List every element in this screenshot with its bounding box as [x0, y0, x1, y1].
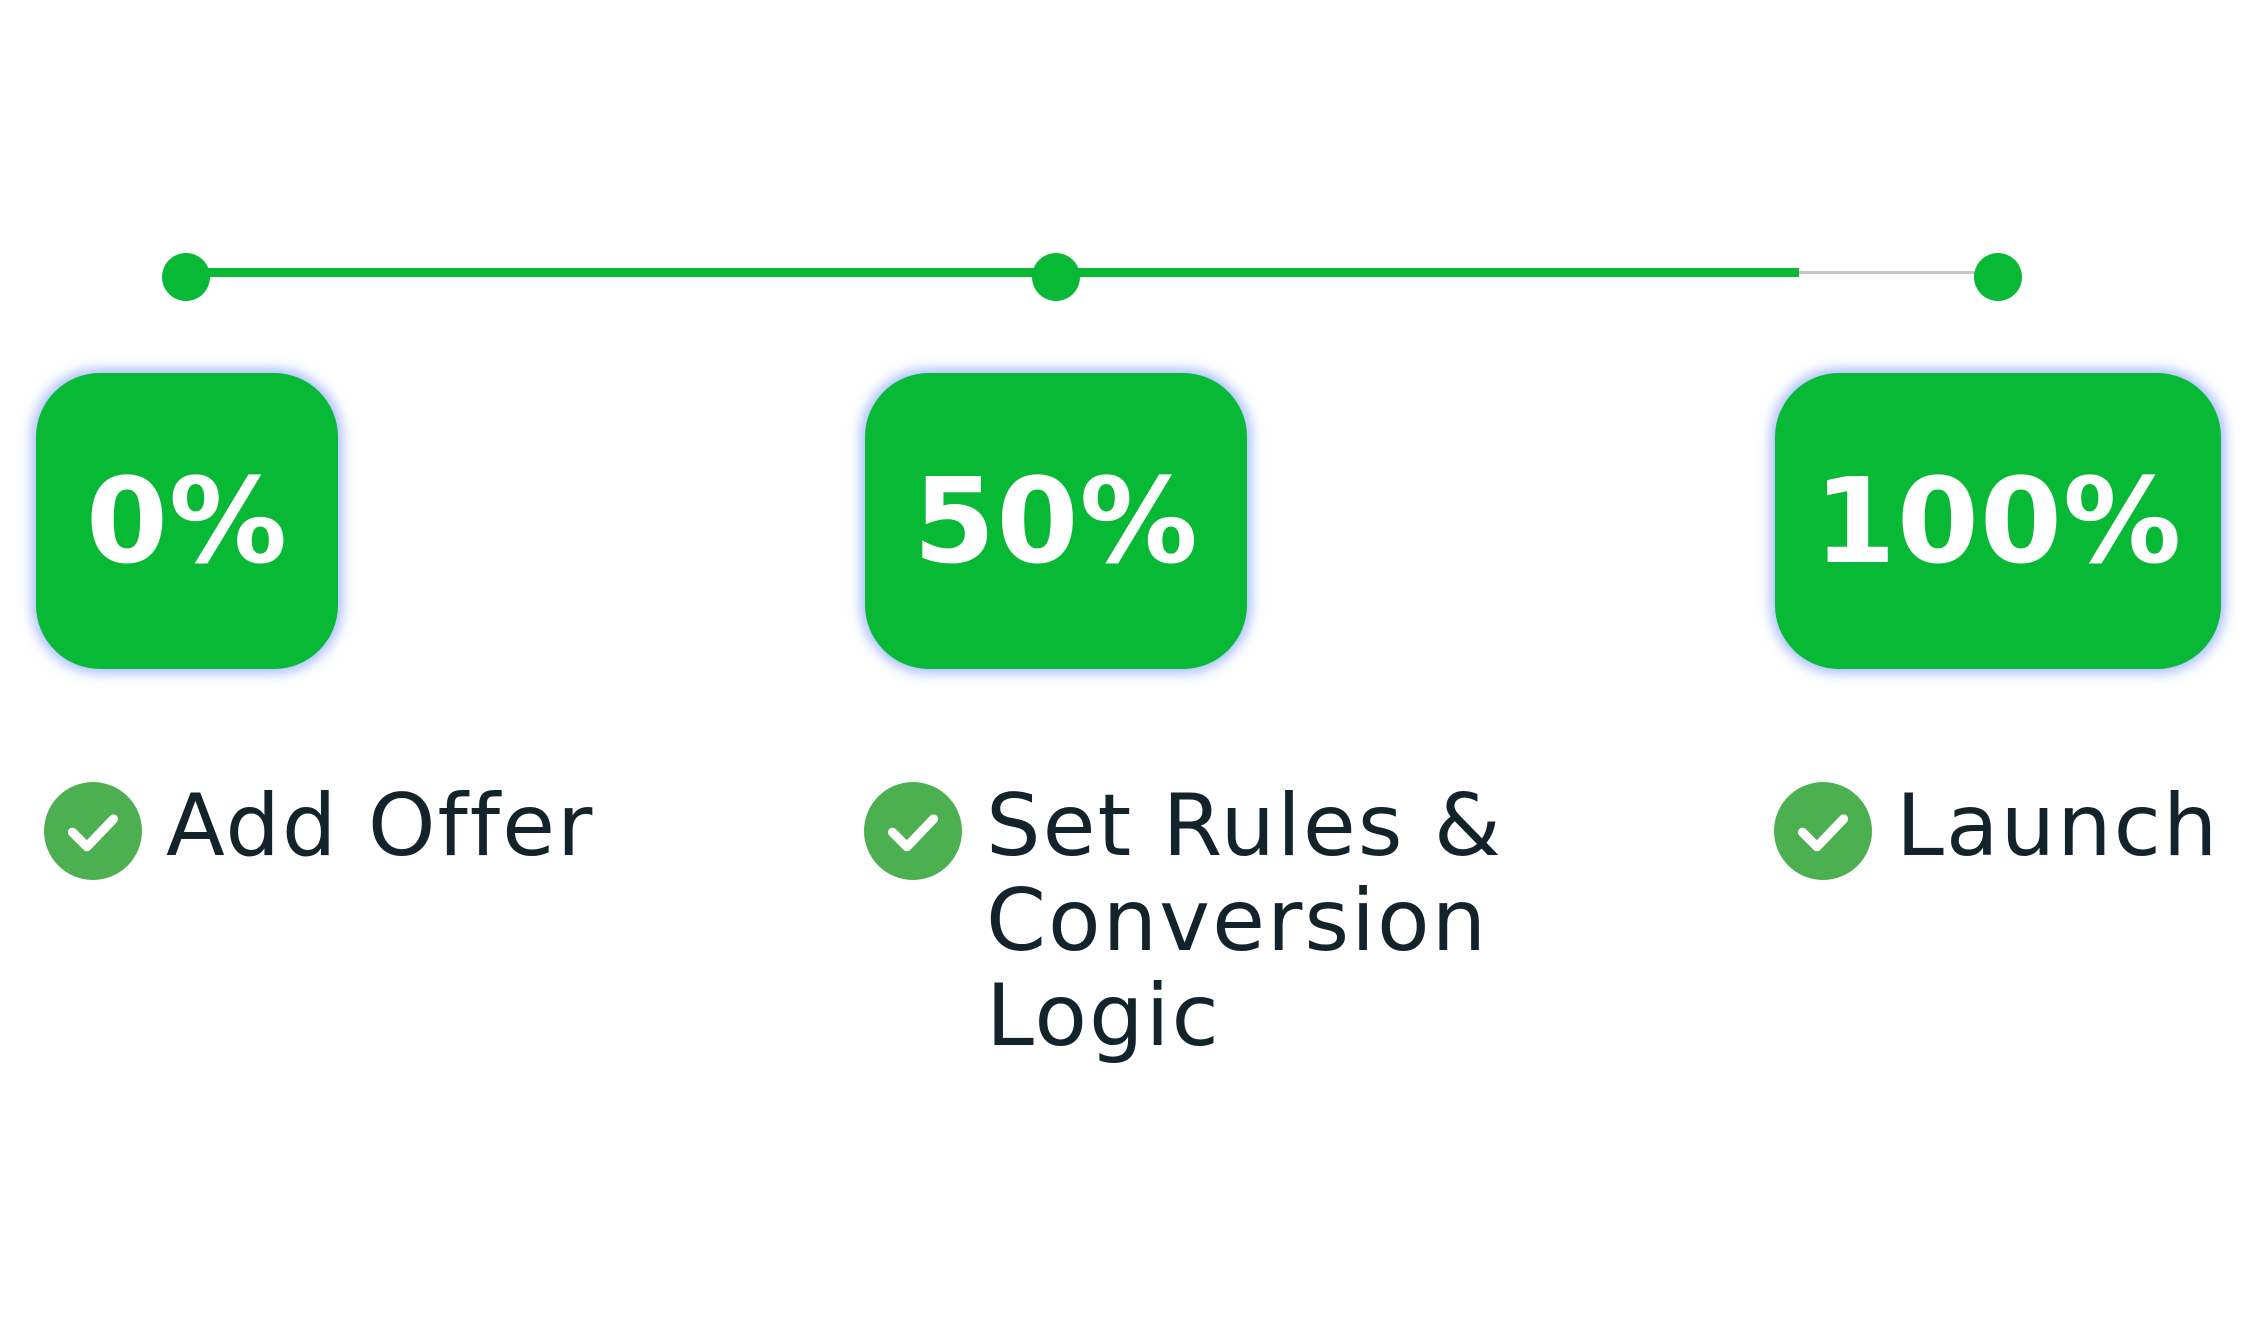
step-label: Add Offer [166, 776, 595, 876]
milestone-dot-100 [1974, 253, 2022, 301]
milestone-badge-100: 100% [1775, 373, 2221, 669]
step-launch: Launch [1774, 776, 2256, 880]
milestone-percent-label: 100% [1813, 452, 2183, 590]
check-circle-icon [44, 782, 142, 880]
step-label: Launch [1896, 776, 2220, 876]
progress-track-fill [186, 268, 1799, 277]
milestone-dot-50 [1032, 253, 1080, 301]
milestone-percent-label: 0% [85, 452, 289, 590]
progress-track [186, 268, 1998, 277]
milestone-dot-0 [162, 253, 210, 301]
step-add-offer: Add Offer [44, 776, 606, 880]
check-circle-icon [1774, 782, 1872, 880]
check-circle-icon [864, 782, 962, 880]
milestone-badge-0: 0% [36, 373, 338, 669]
step-label: Set Rules & Conversion Logic [986, 776, 1503, 1066]
step-set-rules: Set Rules & Conversion Logic [864, 776, 1506, 1066]
milestone-badge-50: 50% [865, 373, 1247, 669]
milestone-percent-label: 50% [913, 452, 1199, 590]
